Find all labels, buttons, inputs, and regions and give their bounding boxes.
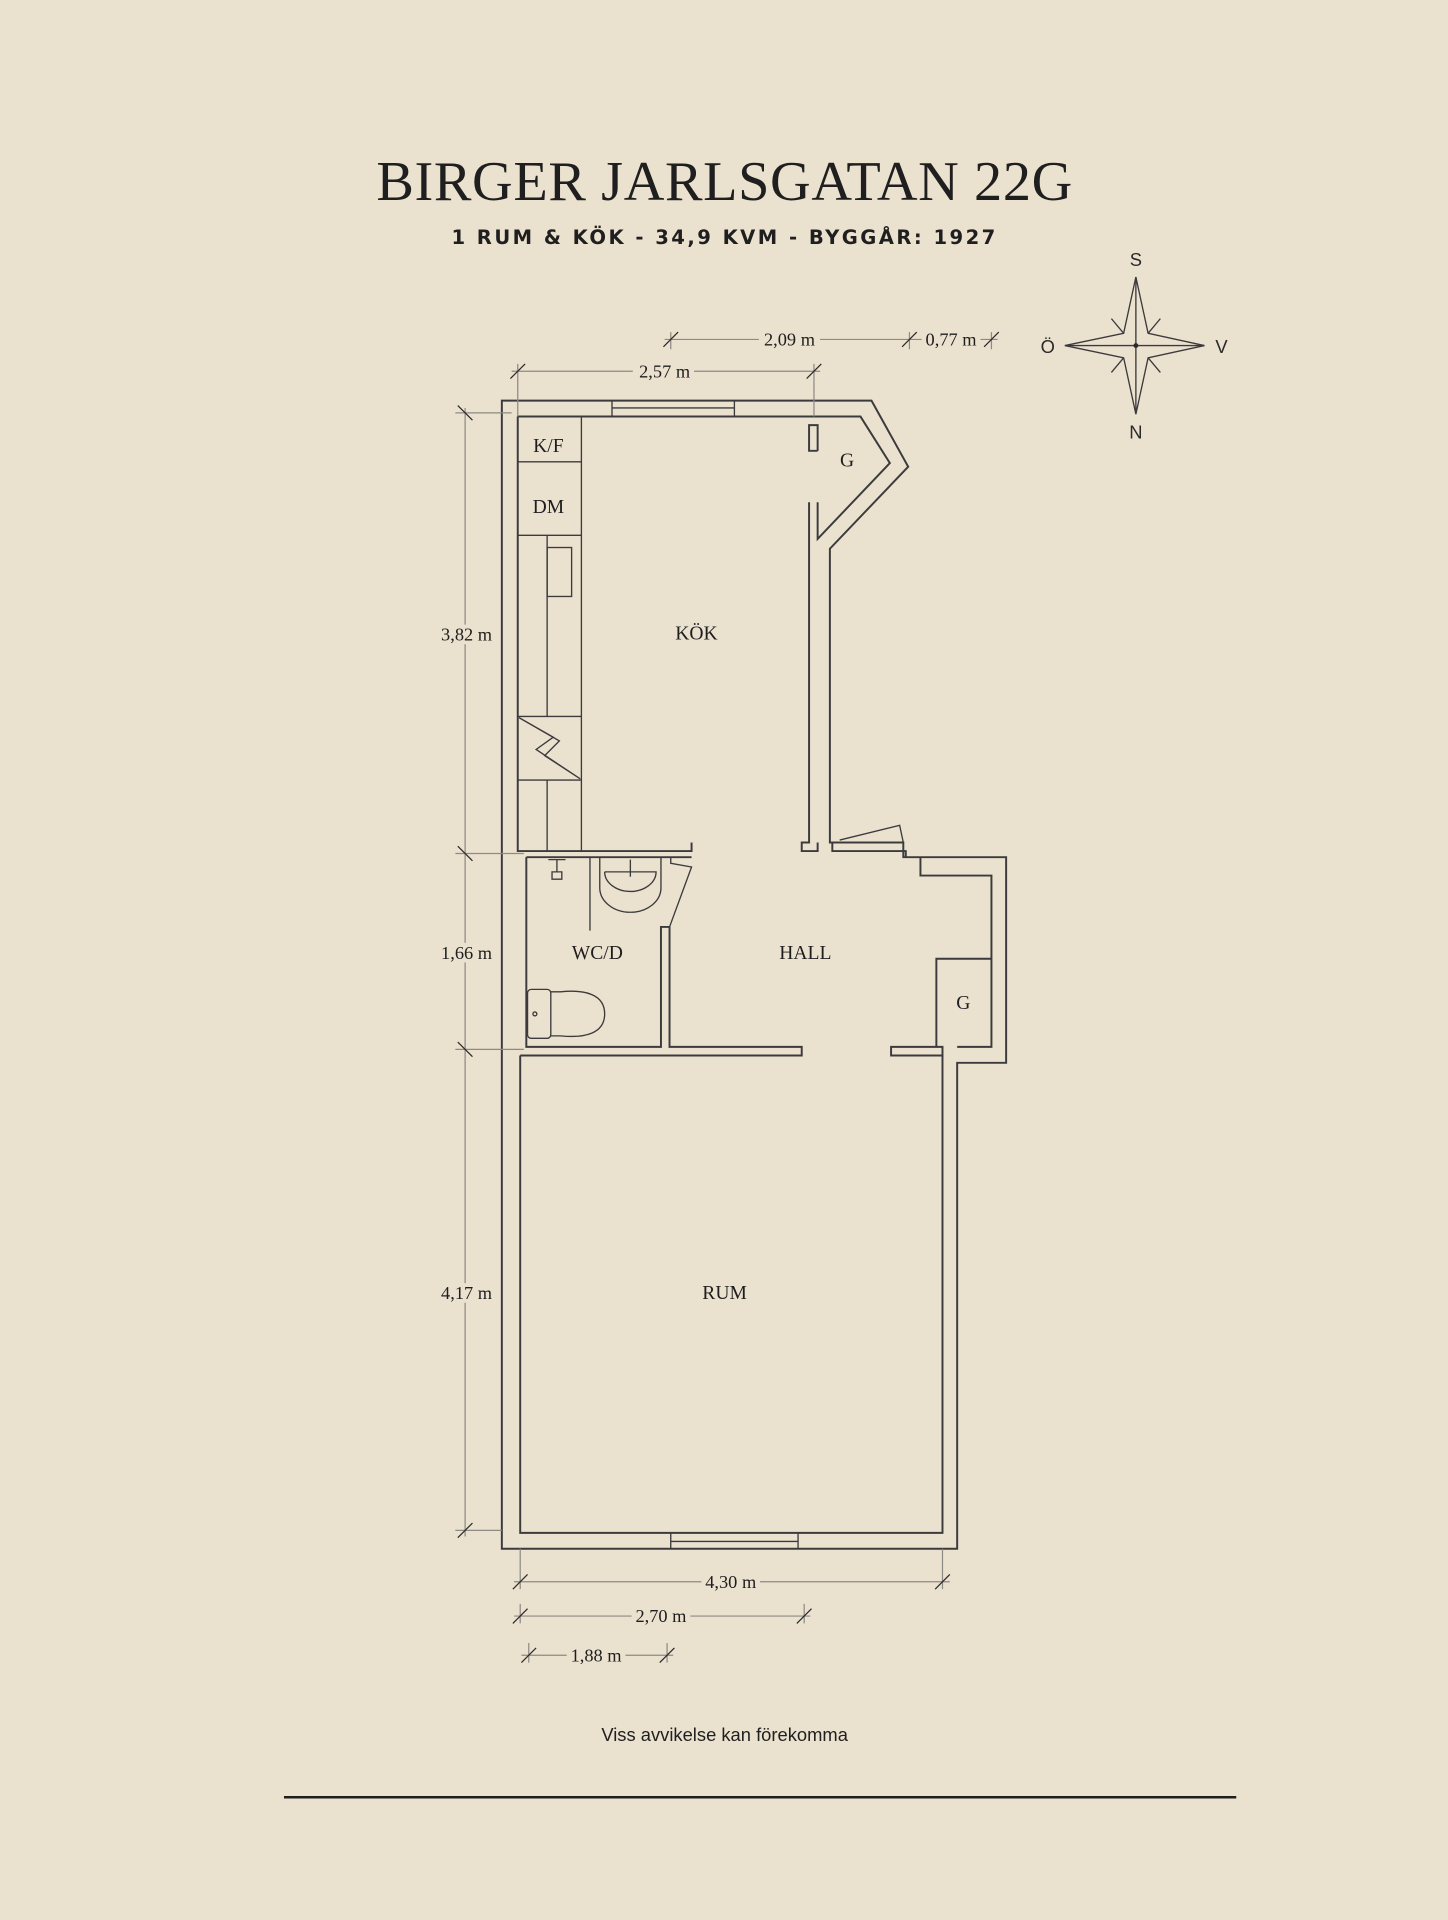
toilet-icon (550, 990, 606, 1038)
compass-north: N (1129, 422, 1142, 443)
dim-bottom-mid: 2,70 m (635, 1606, 686, 1626)
room-label-kf: K/F (533, 436, 564, 457)
disclaimer: Viss avvikelse kan förekomma (601, 1724, 848, 1745)
room-label-hall: HALL (779, 943, 831, 964)
dimension-lines (455, 331, 1000, 1664)
compass-east: Ö (1041, 336, 1055, 357)
dim-left-bath: 1,66 m (441, 943, 492, 963)
compass-rose-icon (1064, 276, 1205, 415)
page-subtitle: 1 RUM & KÖK - 34,9 KVM - BYGGÅR: 1927 (451, 225, 997, 249)
dim-left-room: 4,17 m (441, 1283, 492, 1303)
stove-icon (518, 717, 581, 780)
compass-west: V (1215, 336, 1228, 357)
dimension-labels: 2,57 m 2,09 m 0,77 m 3,82 m 1,66 m 4,17 … (434, 330, 981, 1665)
sink-icon (546, 546, 573, 598)
bathroom-fixtures (526, 857, 662, 1040)
toilet-tank-icon (526, 988, 552, 1040)
page-title: BIRGER JARLSGATAN 22G (376, 151, 1072, 213)
dim-top-right: 0,77 m (926, 330, 977, 350)
room-label-living: RUM (702, 1283, 747, 1304)
shower-icon (548, 858, 566, 880)
dim-bottom-small: 1,88 m (571, 1645, 622, 1665)
compass-south: S (1130, 249, 1142, 270)
room-label-dm: DM (533, 497, 565, 518)
room-label-hall-closet: G (956, 993, 970, 1014)
kitchen-counter (517, 416, 583, 852)
walls (500, 399, 1008, 1550)
dim-top-mid: 2,09 m (764, 330, 815, 350)
room-label-kitchen-closet: G (840, 451, 854, 472)
washbasin-icon (599, 857, 662, 913)
dim-bottom-total: 4,30 m (705, 1572, 756, 1592)
room-label-bathroom: WC/D (572, 943, 623, 964)
room-label-kitchen: KÖK (675, 623, 717, 644)
dim-top-kitchen: 2,57 m (639, 361, 690, 381)
dim-left-kitchen: 3,82 m (441, 625, 492, 645)
